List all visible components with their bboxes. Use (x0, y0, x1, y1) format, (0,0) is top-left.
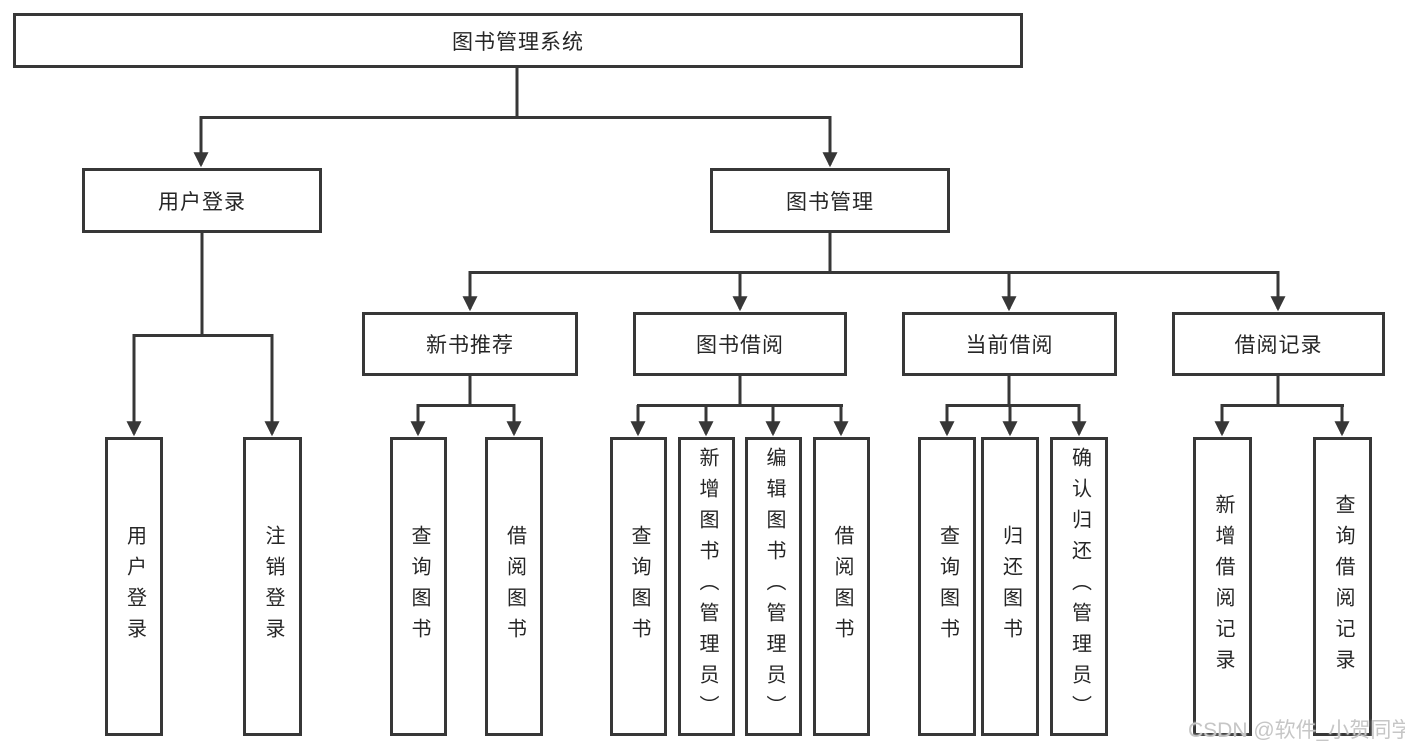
node-book-management-label: 图书管理 (786, 190, 874, 214)
connector-new-book-recommend-branch (410, 376, 522, 437)
node-leaf-add-books-admin: 新增图书（管理员） (678, 437, 735, 736)
node-user-login-label: 用户登录 (158, 190, 246, 214)
node-leaf-query-books-2: 查询图书 (610, 437, 667, 736)
node-borrowing-records-label: 借阅记录 (1234, 334, 1323, 357)
node-leaf-return-books-label: 归还图书 (999, 524, 1022, 649)
node-leaf-edit-books-admin-label: 编辑图书（管理员） (763, 447, 785, 726)
node-current-borrowing-label: 当前借阅 (965, 334, 1054, 357)
connector-book-borrowing-branch (630, 376, 849, 437)
watermark: CSDN @软件_小贺同学 (1188, 719, 1405, 742)
node-book-borrowing: 图书借阅 (633, 312, 847, 376)
node-leaf-borrow-books-2: 借阅图书 (813, 437, 870, 736)
node-new-book-recommend: 新书推荐 (362, 312, 578, 376)
connector-borrowing-records-branch (1214, 376, 1350, 437)
node-user-login: 用户登录 (82, 168, 322, 233)
node-leaf-edit-books-admin: 编辑图书（管理员） (745, 437, 802, 736)
node-leaf-user-login-label: 用户登录 (123, 524, 146, 649)
node-leaf-query-books-2-label: 查询图书 (628, 524, 650, 649)
node-leaf-query-books-3: 查询图书 (918, 437, 976, 736)
node-new-book-recommend-label: 新书推荐 (426, 334, 514, 357)
node-current-borrowing: 当前借阅 (902, 312, 1117, 376)
node-leaf-borrow-books-1-label: 借阅图书 (503, 524, 526, 649)
node-leaf-user-login: 用户登录 (105, 437, 163, 736)
node-leaf-borrow-books-2-label: 借阅图书 (831, 524, 853, 649)
node-leaf-confirm-return-admin: 确认归还（管理员） (1050, 437, 1108, 736)
node-leaf-query-borrow-record: 查询借阅记录 (1313, 437, 1372, 736)
node-borrowing-records: 借阅记录 (1172, 312, 1385, 376)
node-root: 图书管理系统 (13, 13, 1023, 68)
node-leaf-add-books-admin-label: 新增图书（管理员） (696, 447, 718, 726)
node-leaf-query-borrow-record-label: 查询借阅记录 (1332, 493, 1354, 680)
node-book-borrowing-label: 图书借阅 (696, 334, 784, 357)
node-leaf-add-borrow-record: 新增借阅记录 (1193, 437, 1252, 736)
node-leaf-query-books-1: 查询图书 (390, 437, 447, 736)
node-root-label: 图书管理系统 (452, 30, 584, 54)
node-leaf-query-books-3-label: 查询图书 (936, 524, 959, 649)
connector-user-login-branch (126, 233, 280, 437)
node-leaf-return-books: 归还图书 (981, 437, 1039, 736)
node-leaf-add-borrow-record-label: 新增借阅记录 (1212, 493, 1234, 680)
connector-root-to-level1 (193, 68, 838, 168)
node-leaf-query-books-1-label: 查询图书 (408, 524, 430, 649)
node-leaf-logout-label: 注销登录 (262, 524, 284, 649)
node-book-management: 图书管理 (710, 168, 950, 233)
node-leaf-confirm-return-admin-label: 确认归还（管理员） (1068, 447, 1091, 726)
node-leaf-borrow-books-1: 借阅图书 (485, 437, 543, 736)
connector-book-management-branch (462, 233, 1286, 312)
node-leaf-logout: 注销登录 (243, 437, 302, 736)
connector-current-borrowing-branch (939, 376, 1087, 437)
